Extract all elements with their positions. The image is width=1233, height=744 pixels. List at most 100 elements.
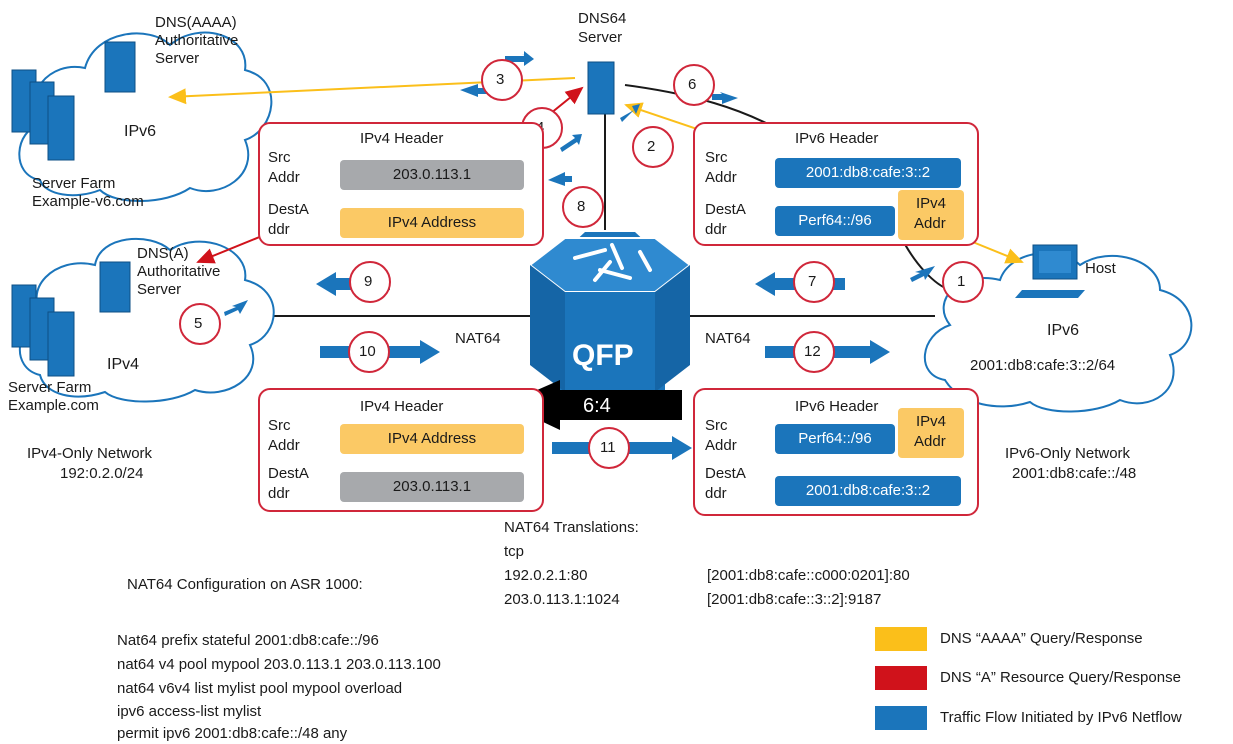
translations-v4-1: 192.0.2.1:80: [504, 567, 588, 584]
step-10: 10: [359, 343, 376, 360]
ipv4-header-bottom-src-1: Src: [268, 417, 291, 434]
ipv6-farm-name-2: Example-v6.com: [32, 193, 144, 210]
step-3: 3: [496, 71, 505, 88]
ipv6-header-bottom-dst-value: 2001:db8:cafe:3::2: [775, 476, 961, 506]
ipv6-header-top-title: IPv6 Header: [795, 130, 879, 147]
step-1: 1: [957, 273, 966, 290]
config-line-1: Nat64 prefix stateful 2001:db8:cafe::/96: [117, 632, 379, 649]
ipv6-header-top-dst-2: ddr: [705, 221, 727, 238]
ipv6-header-top-src-2: Addr: [705, 169, 737, 186]
ipv4-header-top-dst-value: IPv4 Address: [340, 208, 524, 238]
ipv6-header-top-dst-v4-2: Addr: [914, 215, 946, 232]
ipv6-header-bottom-dst-2: ddr: [705, 485, 727, 502]
ipv6-header-bottom-src-v4-1: IPv4: [898, 408, 964, 458]
ipv6-header-top-dst-prefix: Perf64::/96: [775, 206, 895, 236]
ratio-label: 6:4: [583, 395, 611, 417]
qfp-router-icon: [528, 232, 692, 392]
ipv4-header-bottom-dst-2: ddr: [268, 485, 290, 502]
dns64-server-icon: [587, 61, 615, 115]
ipv6-header-bottom-title: IPv6 Header: [795, 398, 879, 415]
legend-label-aaaa: DNS “AAAA” Query/Response: [940, 630, 1143, 647]
nat64-right-label: NAT64: [705, 330, 751, 347]
ipv6-farm-cloud-label: IPv6: [124, 123, 157, 140]
ipv4-farm-name-2: Example.com: [8, 397, 99, 414]
host-cloud-label: IPv6: [1047, 322, 1080, 339]
ipv4-network-line1: IPv4-Only Network: [27, 445, 153, 462]
step-circles: [179, 59, 984, 469]
ipv6-header-bottom-src-1: Src: [705, 417, 728, 434]
legend-swatch-flow: [875, 706, 927, 730]
ipv4-header-bottom-dst-value: 203.0.113.1: [340, 472, 524, 502]
ipv4-header-bottom-dst-1: DestA: [268, 465, 309, 482]
ipv6-header-top-src-value: 2001:db8:cafe:3::2: [775, 158, 961, 188]
ipv4-header-top-title: IPv4 Header: [360, 130, 444, 147]
step-6: 6: [688, 76, 697, 93]
ratio-arrow: [505, 380, 682, 430]
step-5: 5: [194, 315, 203, 332]
aaaa-server-label-3: Server: [155, 50, 200, 67]
ipv6-header-top-src-1: Src: [705, 149, 728, 166]
ipv6-network-line1: IPv6-Only Network: [1005, 445, 1131, 462]
ipv6-host-cloud: [923, 252, 1193, 413]
ipv4-header-top-src-value: 203.0.113.1: [340, 160, 524, 190]
translations-v6-1: [2001:db8:cafe::c000:0201]:80: [707, 567, 910, 584]
ipv6-header-top: IPv6 Header Src Addr DestA ddr 2001:db8:…: [693, 122, 979, 246]
a-server-label-1: DNS(A): [137, 245, 189, 262]
ipv6-header-bottom: IPv6 Header Src Addr DestA ddr Perf64::/…: [693, 388, 979, 516]
config-line-2: nat64 v4 pool mypool 203.0.113.1 203.0.1…: [117, 656, 441, 673]
ipv4-network-line2: 192:0.2.0/24: [60, 465, 144, 482]
ipv4-farm-name-1: Server Farm: [8, 379, 92, 396]
legend-label-flow: Traffic Flow Initiated by IPv6 Netflow: [940, 709, 1182, 726]
legend-swatch-aaaa: [875, 627, 927, 651]
ipv4-header-bottom-src-2: Addr: [268, 437, 300, 454]
step-12: 12: [804, 343, 821, 360]
config-title: NAT64 Configuration on ASR 1000:: [127, 576, 363, 593]
host-computer-icon: [1015, 244, 1085, 298]
aaaa-server-label-1: DNS(AAAA): [155, 14, 237, 31]
dns-aaaa-arrow-step2: [624, 102, 701, 131]
ipv6-network-line2: 2001:db8:cafe::/48: [1012, 465, 1137, 482]
aaaa-server-label-2: Authoritative: [155, 32, 239, 49]
ipv6-header-top-dst-v4-1: IPv4: [898, 190, 964, 240]
dns64-label-2: Server: [578, 29, 623, 46]
step-7: 7: [808, 273, 817, 290]
ipv4-header-bottom: IPv4 Header Src Addr DestA ddr IPv4 Addr…: [258, 388, 544, 512]
ipv4-header-bottom-src-value: IPv4 Address: [340, 424, 524, 454]
config-line-4: ipv6 access-list mylist: [117, 703, 262, 720]
ipv4-farm-cloud-label: IPv4: [107, 356, 140, 373]
a-server-label-2: Authoritative: [137, 263, 221, 280]
ipv4-header-top-src-1: Src: [268, 149, 291, 166]
step-9: 9: [364, 273, 373, 290]
dns64-label-1: DNS64: [578, 10, 627, 27]
translations-v4-2: 203.0.113.1:1024: [504, 591, 620, 608]
ipv4-farm-cloud: [18, 237, 275, 403]
host-prefix: 2001:db8:cafe:3::2/64: [970, 357, 1116, 374]
ipv4-header-top: IPv4 Header Src Addr DestA ddr 203.0.113…: [258, 122, 544, 246]
host-label: Host: [1085, 260, 1116, 277]
ipv4-server-farm-icon: [11, 261, 131, 377]
step-2: 2: [647, 138, 656, 155]
ipv6-header-bottom-dst-1: DestA: [705, 465, 746, 482]
router-label: QFP: [572, 339, 634, 372]
ipv6-header-bottom-src-prefix: Perf64::/96: [775, 424, 895, 454]
dns-a-arrow-step5: [196, 235, 263, 264]
ipv4-header-top-dst-1: DestA: [268, 201, 309, 218]
ipv4-header-top-dst-2: ddr: [268, 221, 290, 238]
config-line-3: nat64 v6v4 list mylist pool mypool overl…: [117, 680, 403, 697]
ipv6-header-top-dst-1: DestA: [705, 201, 746, 218]
config-line-5: permit ipv6 2001:db8:cafe::/48 any: [117, 725, 348, 742]
ipv6-server-farm-icon: [11, 41, 136, 161]
step-8: 8: [577, 198, 586, 215]
translations-title: NAT64 Translations:: [504, 519, 639, 536]
ipv4-header-bottom-title: IPv4 Header: [360, 398, 444, 415]
step-11: 11: [600, 439, 616, 456]
ipv4-header-top-src-2: Addr: [268, 169, 300, 186]
nat64-left-label: NAT64: [455, 330, 501, 347]
translations-proto: tcp: [504, 543, 525, 560]
ipv6-header-bottom-src-v4-2: Addr: [914, 433, 946, 450]
a-server-label-3: Server: [137, 281, 182, 298]
legend-label-a: DNS “A” Resource Query/Response: [940, 669, 1181, 686]
translations-v6-2: [2001:db8:cafe::3::2]:9187: [707, 591, 882, 608]
